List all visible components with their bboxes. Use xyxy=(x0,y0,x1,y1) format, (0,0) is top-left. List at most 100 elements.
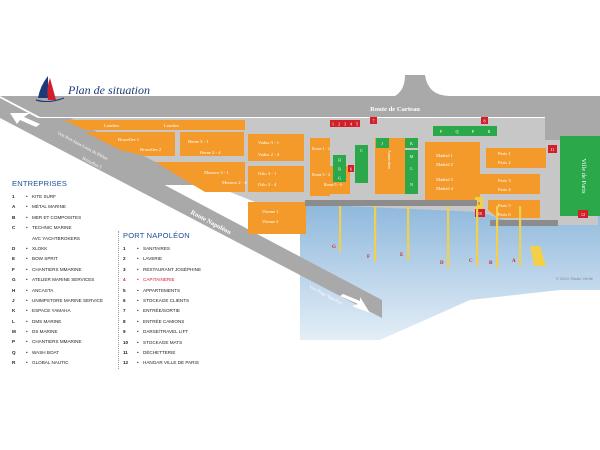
block-k[interactable] xyxy=(405,138,418,148)
block-p[interactable] xyxy=(465,126,481,136)
entreprise-item: A•MÉTAL MARINE xyxy=(12,202,112,212)
block-m[interactable] xyxy=(405,150,418,162)
marker-10-label: 10 xyxy=(478,211,482,216)
building-paris-low[interactable] xyxy=(488,200,540,218)
route-port-st-louis xyxy=(20,118,200,185)
bullet-icon: • xyxy=(26,297,28,303)
block-c[interactable] xyxy=(355,145,368,183)
marker-5-label: 5 xyxy=(356,122,359,127)
port-label: HANGAR VILLE DE PARIS xyxy=(143,360,199,366)
block-q-label: Q xyxy=(455,129,458,134)
port-label: ENTRÉE/SORTIE xyxy=(143,308,180,314)
bullet-icon: • xyxy=(26,256,28,262)
block-r[interactable] xyxy=(481,126,497,136)
port-key: 1 xyxy=(123,246,126,251)
bullet-icon: • xyxy=(137,339,139,345)
marker-7-label: 7 xyxy=(372,119,375,124)
building-vaduz[interactable] xyxy=(248,134,304,161)
bullet-icon: • xyxy=(26,360,28,366)
pontoon-5[interactable] xyxy=(496,206,499,268)
block-n[interactable] xyxy=(405,174,418,194)
block-j-label: J xyxy=(382,141,384,146)
entreprise-key: F xyxy=(12,266,15,272)
marker-3-label: 3 xyxy=(344,122,347,127)
bullet-icon: • xyxy=(26,287,28,293)
pontoon-label: C xyxy=(469,259,473,264)
block-g[interactable] xyxy=(333,173,346,182)
port-item: 2•LAVERIE xyxy=(123,254,233,264)
label-monaco-2: Monaco 2 - 4 xyxy=(222,180,247,185)
pontoon-1[interactable] xyxy=(374,206,377,262)
pontoon-2[interactable] xyxy=(407,206,410,260)
block-b[interactable] xyxy=(333,164,346,173)
block-p-label: P xyxy=(472,129,475,134)
label-rome-1: Rome 1 - 2 xyxy=(312,146,330,151)
marker-10[interactable] xyxy=(475,209,485,217)
building-paris-mid[interactable] xyxy=(480,174,540,194)
pontoon-4[interactable] xyxy=(476,206,479,266)
block-j[interactable] xyxy=(376,138,389,148)
bullet-icon: • xyxy=(137,256,139,262)
entreprise-label: MÉTAL MARINE xyxy=(32,204,66,210)
entreprise-key: C xyxy=(12,225,16,231)
entreprise-key: G xyxy=(12,277,16,283)
bullet-icon: • xyxy=(137,287,139,293)
building-rome[interactable] xyxy=(310,138,330,196)
building-monaco[interactable] xyxy=(155,162,245,192)
block-l[interactable] xyxy=(405,162,418,174)
block-f-label: F xyxy=(440,129,443,134)
port-key: 11 xyxy=(123,349,128,355)
marker-5[interactable] xyxy=(354,120,360,127)
building-oslo[interactable] xyxy=(248,166,304,192)
block-f[interactable] xyxy=(433,126,449,136)
marker-4[interactable] xyxy=(348,120,354,127)
pontoon-label: B xyxy=(489,261,493,266)
pontoon-0[interactable] xyxy=(339,206,342,252)
entreprise-label: XLOKK xyxy=(32,245,48,251)
block-n-label: N xyxy=(410,182,413,187)
block-q[interactable] xyxy=(449,126,465,136)
pontoon-3[interactable] xyxy=(447,206,450,268)
marker-3[interactable] xyxy=(342,120,348,127)
port-item: 9•DARSE/TRAVEL LIFT xyxy=(123,327,233,337)
port-key: 2 xyxy=(123,256,126,262)
sail-logo-icon xyxy=(35,76,65,102)
label-paris-4: Paris 4 xyxy=(498,187,511,192)
bullet-icon: • xyxy=(137,349,139,355)
marker-6[interactable] xyxy=(348,165,354,172)
entreprise-item: L•DMS MARINE xyxy=(12,317,112,327)
building-londres[interactable] xyxy=(64,120,245,130)
bullet-icon: • xyxy=(137,277,139,283)
marker-12[interactable] xyxy=(578,210,588,218)
pontoon-6[interactable] xyxy=(519,206,522,266)
building-vienne[interactable] xyxy=(248,202,306,234)
port-key: 4 xyxy=(123,277,126,283)
entreprise-label: DMS MARINE xyxy=(32,318,62,324)
route-east xyxy=(545,117,600,140)
hangar-ville-de-paris[interactable] xyxy=(560,136,600,216)
block-h[interactable] xyxy=(333,155,346,164)
entreprise-label: BOW SPRIT xyxy=(32,256,58,262)
building-paris-top[interactable] xyxy=(486,148,546,168)
marker-1[interactable] xyxy=(330,120,336,127)
entreprise-key: P xyxy=(12,339,16,345)
marker-2[interactable] xyxy=(336,120,342,127)
building-berne[interactable] xyxy=(180,132,244,156)
page-title: Plan de situation xyxy=(68,83,150,97)
building-madrid[interactable] xyxy=(425,142,480,200)
port-label: DARSE/TRAVEL LIFT xyxy=(143,329,189,335)
marker-11[interactable] xyxy=(548,145,557,153)
port-label: RESTAURANT JOSÉPHINE xyxy=(143,266,202,272)
bullet-icon: • xyxy=(26,329,28,335)
building-bruxelles[interactable] xyxy=(85,132,175,156)
label-paris-5: Paris 5 xyxy=(498,203,511,208)
entreprise-key: E xyxy=(12,256,16,262)
marker-7[interactable] xyxy=(370,117,377,124)
port-label: APPARTEMENTS xyxy=(143,287,181,293)
building-group xyxy=(64,120,546,234)
entreprise-item: E • BOW SPRIT xyxy=(12,254,112,264)
marker-8[interactable] xyxy=(481,117,488,124)
marker-9[interactable] xyxy=(475,197,483,209)
